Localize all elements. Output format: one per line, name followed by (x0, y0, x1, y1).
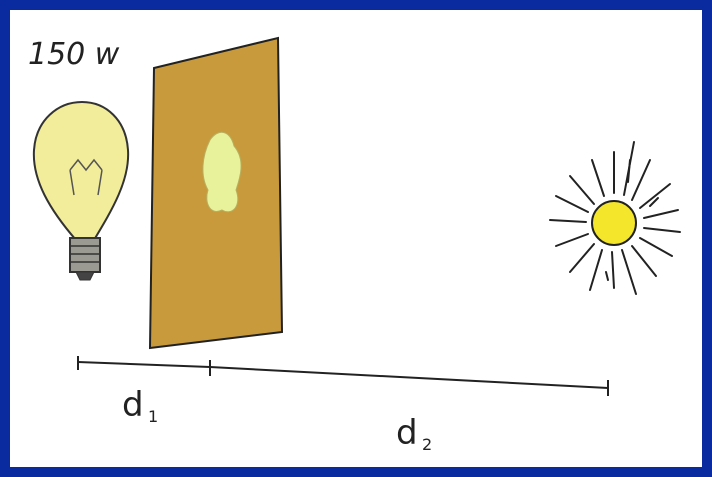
distance-1-label: d 1 (122, 385, 158, 426)
paper-screen (150, 38, 282, 348)
distance-1-subscript: 1 (148, 407, 158, 426)
distance-1-letter: d (122, 385, 144, 425)
distance-scale (78, 356, 608, 396)
sun-icon (550, 142, 680, 294)
distance-2-letter: d (396, 413, 418, 453)
distance-2-subscript: 2 (422, 435, 432, 454)
distance-2-label: d 2 (396, 413, 432, 454)
diagram-canvas: 150 w (10, 10, 702, 467)
photometer-diagram: 150 w (10, 10, 702, 467)
power-label: 150 w (28, 37, 120, 72)
light-bulb-icon (34, 102, 128, 280)
